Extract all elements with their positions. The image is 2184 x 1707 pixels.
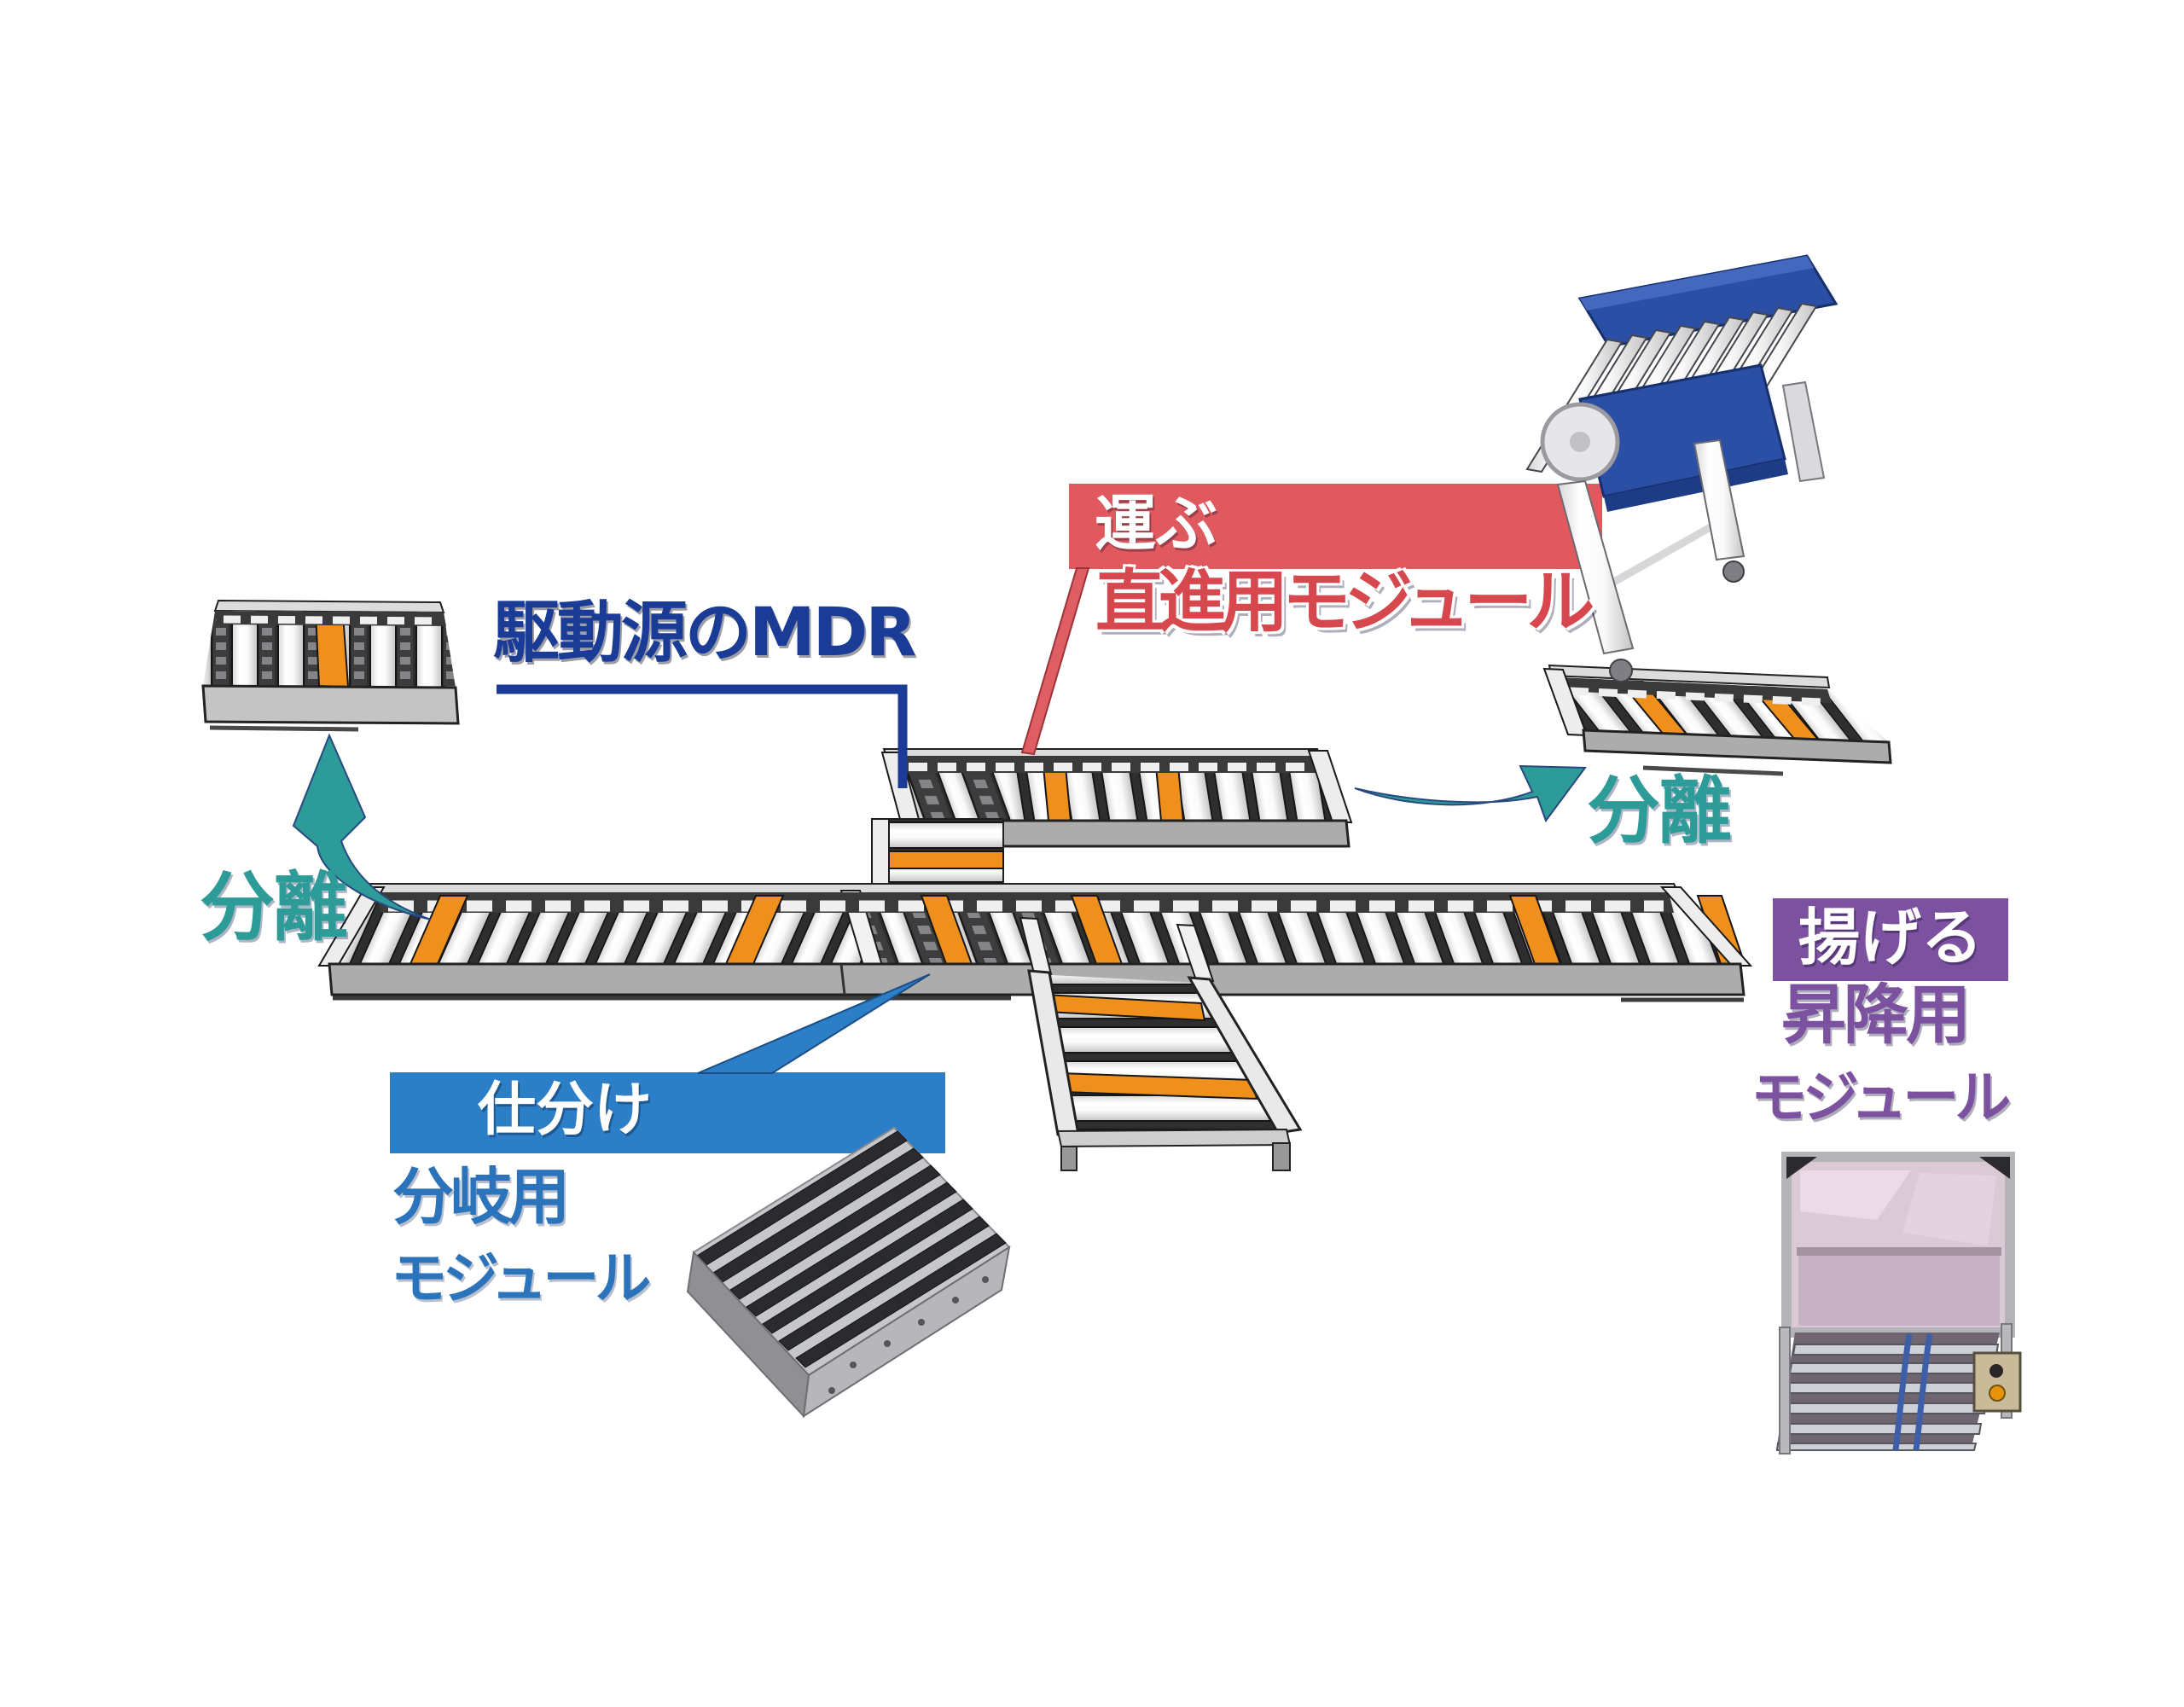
sort-banner (390, 1072, 945, 1153)
sort-module-label-line1: 分岐用 (392, 1161, 570, 1233)
carry-banner-label: 運ぶ (1095, 488, 1218, 560)
separated-tray-illustration (201, 599, 460, 732)
branch-module-photo (686, 1126, 1011, 1419)
lift-banner (1773, 898, 2008, 981)
mdr-label: 駆動源のMDR (493, 595, 916, 671)
lift-module-label-line2: モジュール (1751, 1065, 2011, 1130)
sort-banner-label: 仕分け (478, 1077, 653, 1144)
separate-right-curved-arrow-icon (1354, 764, 1587, 823)
separate-left-curved-arrow-icon (292, 733, 432, 920)
lift-banner-label: 揚げる (1798, 902, 1983, 973)
mdr-pointer-line (497, 684, 908, 788)
sort-callout-wedge (697, 973, 931, 1074)
lift-module-label-line1: 昇降用 (1781, 977, 1971, 1053)
junction-branch-up-illustration (871, 818, 1004, 895)
carry-banner (1069, 484, 1602, 569)
branch-down-illustration (1019, 916, 1303, 1171)
separated-module-illustration (1542, 664, 1892, 776)
carry-module-label: 直進用モジュール (1095, 562, 1594, 642)
separate-right-label: 分離 (1587, 769, 1732, 854)
separate-left-label: 分離 (200, 863, 348, 951)
straight-module-photo (1525, 254, 1838, 682)
carry-pointer-line (1020, 567, 1090, 756)
sort-module-label-line2: モジュール (391, 1245, 651, 1311)
lift-module-photo (1775, 1152, 2022, 1454)
